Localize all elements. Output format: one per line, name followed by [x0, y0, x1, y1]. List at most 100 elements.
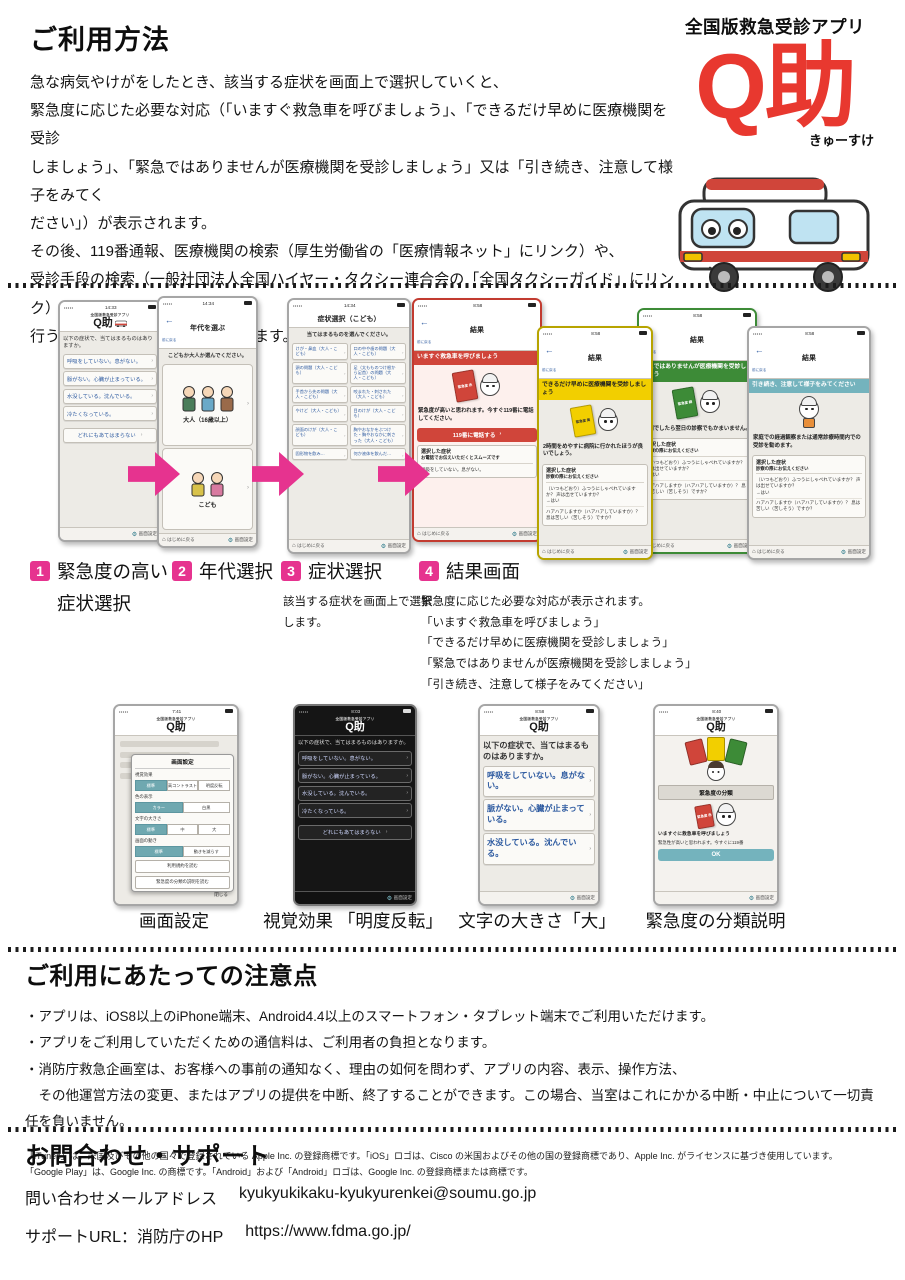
- setting-option[interactable]: 高コントラスト: [166, 779, 199, 791]
- step-number-badge: 1: [30, 561, 50, 581]
- setting-option[interactable]: 中: [166, 823, 199, 835]
- screen-settings-button[interactable]: ⚙画面設定: [512, 531, 537, 538]
- ambulance-icon: [114, 320, 127, 327]
- home-button[interactable]: ⌂はじめに戻る: [417, 531, 450, 537]
- back-button[interactable]: ←前に戻る: [162, 310, 176, 346]
- ok-button[interactable]: OK: [658, 849, 774, 861]
- screen-settings-button[interactable]: ⚙画面設定: [727, 543, 752, 550]
- symptom-button[interactable]: 呼吸をしていない。息がない。›: [298, 750, 412, 766]
- screen-settings-button[interactable]: ⚙画面設定: [387, 895, 412, 902]
- setting-option[interactable]: 白黒: [182, 801, 230, 813]
- call-119-button[interactable]: 119番に電話する›: [417, 428, 537, 443]
- none-apply-button[interactable]: どれにもあてはまらない›: [298, 824, 412, 840]
- result-screen: 家庭での経過観察または通常診療時間内での受診を勧めます。 選択した症状 診察の際…: [749, 392, 869, 545]
- symptom-button[interactable]: 脈がない。心臓が止まっている。›: [63, 371, 157, 387]
- symptom-button[interactable]: けが・鼻血（大人・こども）›: [292, 342, 348, 360]
- symptom-button[interactable]: 咬まれた・刺された（大人・こども）›: [350, 385, 406, 403]
- back-button[interactable]: ←前に戻る: [542, 340, 556, 376]
- setting-option[interactable]: 明度反転: [198, 779, 231, 791]
- back-button[interactable]: ←前に戻る: [752, 340, 766, 376]
- settings-label: 画面設定: [847, 549, 866, 554]
- app-footer: ⚙画面設定: [60, 527, 160, 540]
- home-button[interactable]: ⌂はじめに戻る: [292, 543, 325, 549]
- signal-icon: •••••: [659, 708, 669, 714]
- setting-option[interactable]: カラー: [135, 801, 183, 813]
- home-button[interactable]: ⌂はじめに戻る: [162, 537, 195, 543]
- signal-icon: •••••: [299, 708, 309, 714]
- result-screen: 緊急度 黄 2時間をめやすに病院に行かれたほうが良いでしょう。 選択した症状 診…: [539, 400, 651, 545]
- symptom-button[interactable]: 水没している。沈んでいる。›: [483, 833, 595, 865]
- home-icon: ⌂: [752, 549, 756, 555]
- firefighter-body-illustration: [803, 417, 815, 428]
- symptom-button[interactable]: 水没している。沈んでいる。›: [63, 388, 157, 404]
- result-message: 夜間でしたら翌日の診察でもかまいません。: [643, 425, 751, 432]
- screen-settings-button[interactable]: ⚙画面設定: [381, 543, 406, 550]
- setting-option[interactable]: 大: [198, 823, 231, 835]
- contact-title: お問合わせ・サポート: [25, 1143, 270, 1170]
- setting-option[interactable]: 標準: [135, 779, 167, 791]
- none-apply-button[interactable]: どれにもあてはまらない›: [63, 427, 157, 443]
- symptom-button[interactable]: 手首から先の問題（大人・こども）›: [292, 385, 348, 403]
- status-bar: ••••• 8:03: [295, 706, 415, 716]
- email-address[interactable]: kyukyukikaku-kyukyurenkei@soumu.go.jp: [239, 1185, 537, 1202]
- home-label: はじめに戻る: [167, 537, 195, 542]
- symptom-button[interactable]: 胸やおなかをぶつけた・胸やおなかに刺さった（大人・こども）›: [350, 423, 406, 447]
- symptom-button[interactable]: 目のけが（大人・こども）›: [350, 404, 406, 422]
- back-button[interactable]: ←前に戻る: [417, 312, 431, 348]
- symptom-label: 脈がない。心臓が止まっている。: [487, 804, 585, 825]
- symptom-button[interactable]: 固形物を飲み…›: [292, 448, 348, 460]
- home-button[interactable]: ⌂はじめに戻る: [752, 549, 785, 555]
- symptom-button[interactable]: 足（太もものつけ根から足首）の問題（大人・こども）›: [350, 361, 406, 384]
- symptom-button[interactable]: 何か液体を飲んだ…›: [350, 448, 406, 460]
- setting-option[interactable]: 標準: [135, 823, 167, 835]
- symptom-label: やけど（大人・こども）: [295, 407, 342, 413]
- symptom-button[interactable]: 呼吸をしていない。息がない。›: [63, 353, 157, 369]
- app-footer: ⌂はじめに戻る ⚙画面設定: [639, 539, 755, 552]
- close-button[interactable]: 閉じる: [214, 891, 228, 897]
- symptom-button[interactable]: 頭の問題（大人・こども）›: [292, 361, 348, 384]
- screen-settings-modal: 画面設定 視覚効果 標準 高コントラスト 明度反転 色の表示 カラー 白黒 文字…: [131, 754, 234, 897]
- chevron-right-icon: ›: [589, 845, 591, 852]
- support-url[interactable]: https://www.fdma.go.jp/: [245, 1223, 411, 1240]
- screen-settings-button[interactable]: ⚙画面設定: [228, 537, 253, 544]
- status-bar: ••••• 14:34: [289, 300, 409, 310]
- chevron-right-icon: ›: [589, 811, 591, 818]
- app-header-tagline: 全国版救急受診アプリ: [335, 717, 375, 721]
- status-time: 8:58: [473, 302, 483, 308]
- battery-icon: [586, 709, 594, 713]
- symptom-button[interactable]: 水没している。沈んでいる。›: [298, 785, 412, 801]
- status-bar: ••••• 14:33: [60, 302, 160, 312]
- terms-link[interactable]: 利用規約を読む: [135, 859, 230, 873]
- symptom-button[interactable]: 口の中や歯の問題（大人・こども）›: [350, 342, 406, 360]
- setting-option[interactable]: 動きを減らす: [182, 845, 230, 857]
- symptom-button[interactable]: 脈がない。心臓が止まっている。 ›: [483, 799, 595, 831]
- nav-bar: ←前に戻る 結果: [749, 338, 869, 379]
- usage-line: しましょう」、「緊急ではありませんが医療機関を受診しましょう」又は「引き続き、注…: [30, 158, 674, 204]
- symptom-label: 固形物を飲み…: [295, 451, 325, 457]
- status-bar: ••••• 8:58: [639, 310, 755, 320]
- result-message: 家庭での経過観察または通常診療時間内での受診を勧めます。: [753, 435, 861, 449]
- back-arrow-icon: ←: [164, 315, 174, 325]
- battery-icon: [857, 331, 865, 335]
- child-card-button[interactable]: こども ›: [162, 448, 253, 531]
- urgency-explanation-link[interactable]: 緊急度の分類の説明を読む: [135, 875, 230, 889]
- screen-settings-button[interactable]: ⚙画面設定: [570, 895, 595, 902]
- usage-line: 急な病気やけがをしたとき、該当する症状を画面上で選択していくと、: [30, 74, 508, 91]
- setting-option[interactable]: 標準: [135, 845, 183, 857]
- screen-settings-button[interactable]: ⚙画面設定: [841, 549, 866, 556]
- screen-settings-button[interactable]: ⚙画面設定: [749, 895, 774, 902]
- symptom-button[interactable]: 顔面のけが（大人・こども）›: [292, 423, 348, 447]
- symptom-label: 脈がない。心臓が止まっている。: [67, 376, 146, 383]
- symptom-button[interactable]: 冷たくなっている。›: [63, 406, 157, 422]
- symptom-label: 手首から先の問題（大人・こども）: [295, 388, 338, 400]
- home-button[interactable]: ⌂はじめに戻る: [542, 549, 575, 555]
- symptom-button[interactable]: やけど（大人・こども）›: [292, 404, 348, 422]
- symptom-button[interactable]: 呼吸をしていない。息がない。›: [483, 765, 595, 797]
- adult-card-button[interactable]: 大人（16歳以上） ›: [162, 363, 253, 446]
- screen-settings-button[interactable]: ⚙画面設定: [132, 531, 157, 538]
- app-logo-reading: きゅーすけ: [808, 132, 874, 148]
- symptom-button[interactable]: 冷たくなっている。›: [298, 803, 412, 819]
- screen-settings-button[interactable]: ⚙画面設定: [623, 549, 648, 556]
- symptom-button[interactable]: 脈がない。心臓が止まっている。›: [298, 768, 412, 784]
- chevron-right-icon: ›: [385, 829, 388, 836]
